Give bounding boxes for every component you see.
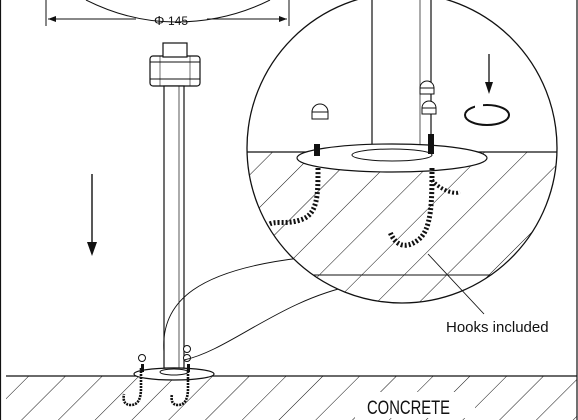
nut-right-bottom <box>421 100 437 115</box>
diameter-dimension: Φ 145 <box>45 0 290 28</box>
concrete-ground: CONCRETE <box>6 375 577 420</box>
down-arrow-detail <box>485 54 493 94</box>
hooks-callout-label: Hooks included <box>446 319 549 336</box>
svg-text:Φ 145: Φ 145 <box>154 13 188 28</box>
down-arrow-main <box>87 174 97 256</box>
retaining-ring <box>464 104 510 126</box>
diameter-value: 145 <box>168 14 188 28</box>
post <box>163 85 185 369</box>
diameter-symbol: Φ <box>154 13 164 28</box>
detail-zoom <box>246 0 558 304</box>
nut-left <box>311 103 329 120</box>
concrete-label: CONCRETE <box>367 397 450 418</box>
base-assembly <box>122 345 215 407</box>
post-cap <box>149 42 201 87</box>
nut-right-top <box>419 80 435 95</box>
hooks-callout: Hooks included <box>427 253 549 336</box>
zoom-leader <box>163 257 356 361</box>
